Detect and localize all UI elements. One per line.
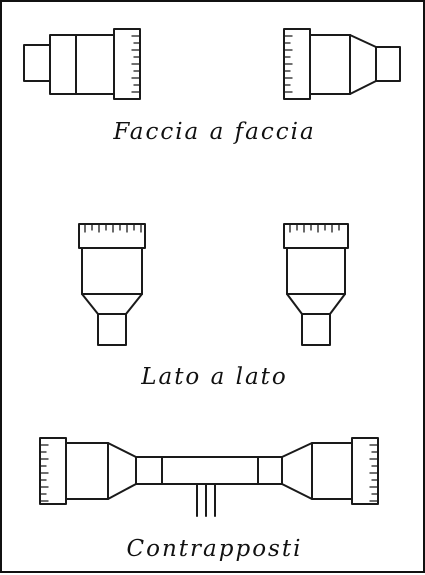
bottle-left-face-to-face-ticks <box>131 35 141 93</box>
bottle-right-face-to-face-ticks <box>283 35 293 93</box>
bottle-left-side-by-side-ticks <box>84 223 142 233</box>
opposed-bottles-ticks <box>39 444 379 502</box>
bottle-right-side-by-side-ticks <box>289 223 340 233</box>
bottle-right-face-to-face <box>283 28 401 100</box>
caption-face-to-face: Faccia a faccia <box>113 119 316 145</box>
bottle-left-face-to-face <box>23 28 141 100</box>
bottle-left-side-by-side <box>78 223 146 346</box>
opposed-bottles-assembly <box>39 437 379 517</box>
caption-side-by-side: Lato a lato <box>141 364 288 390</box>
caption-opposed: Contrapposti <box>126 536 303 562</box>
bottle-right-side-by-side <box>283 223 349 346</box>
